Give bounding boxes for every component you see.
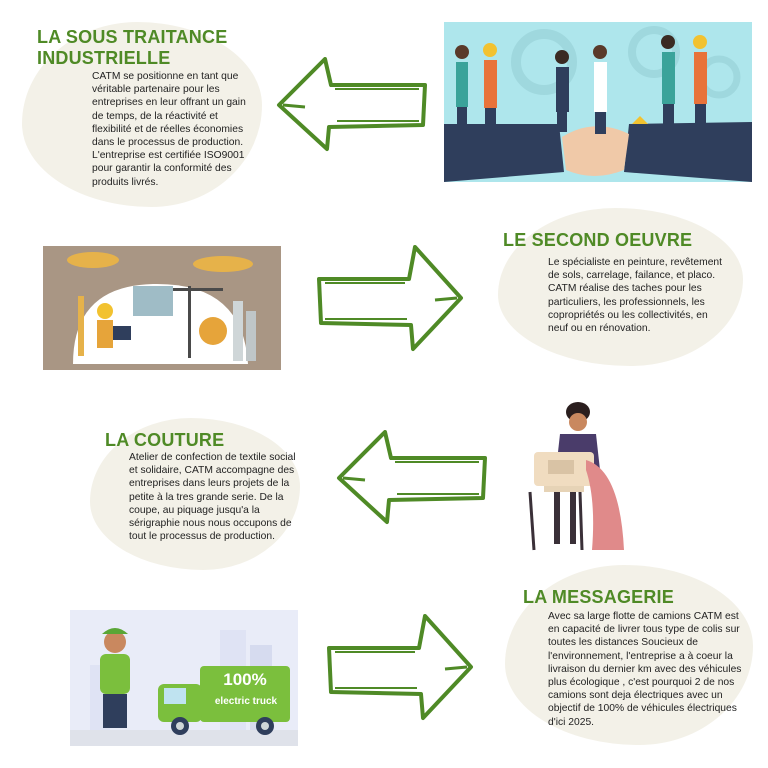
section-4-title: LA MESSAGERIE bbox=[523, 587, 674, 607]
section-2-text: Le spécialiste en peinture, revêtement d… bbox=[548, 257, 723, 335]
left-arrow-icon bbox=[277, 57, 427, 151]
section-1-title-line2: INDUSTRIELLE bbox=[37, 48, 171, 68]
handshake-illustration bbox=[444, 22, 752, 182]
section-4-text: Avec sa large flotte de camions CATM est… bbox=[548, 611, 742, 728]
section-1-title-line1: LA SOUS TRAITANCE bbox=[37, 27, 228, 47]
section-4-background bbox=[505, 565, 753, 745]
right-arrow-icon bbox=[317, 245, 463, 351]
right-arrow-icon bbox=[327, 614, 473, 720]
construction-illustration bbox=[43, 246, 281, 370]
section-3-text: Atelier de confection de textile social … bbox=[129, 452, 296, 543]
section-1-text: CATM se positionne en tant que véritable… bbox=[92, 71, 246, 188]
section-3-title: LA COUTURE bbox=[105, 430, 225, 450]
electric-truck-illustration: 100% electric truck bbox=[70, 610, 298, 746]
seamstress-illustration bbox=[520, 400, 635, 552]
section-2-title: LE SECOND OEUVRE bbox=[503, 230, 693, 250]
section-3-background bbox=[90, 418, 300, 570]
section-1-title: LA SOUS TRAITANCE INDUSTRIELLE bbox=[37, 27, 227, 69]
left-arrow-icon bbox=[337, 430, 487, 524]
truck-badge: 100% bbox=[223, 670, 267, 689]
section-1-background bbox=[22, 22, 262, 207]
section-2-background bbox=[498, 208, 743, 366]
truck-label: electric truck bbox=[214, 696, 278, 707]
